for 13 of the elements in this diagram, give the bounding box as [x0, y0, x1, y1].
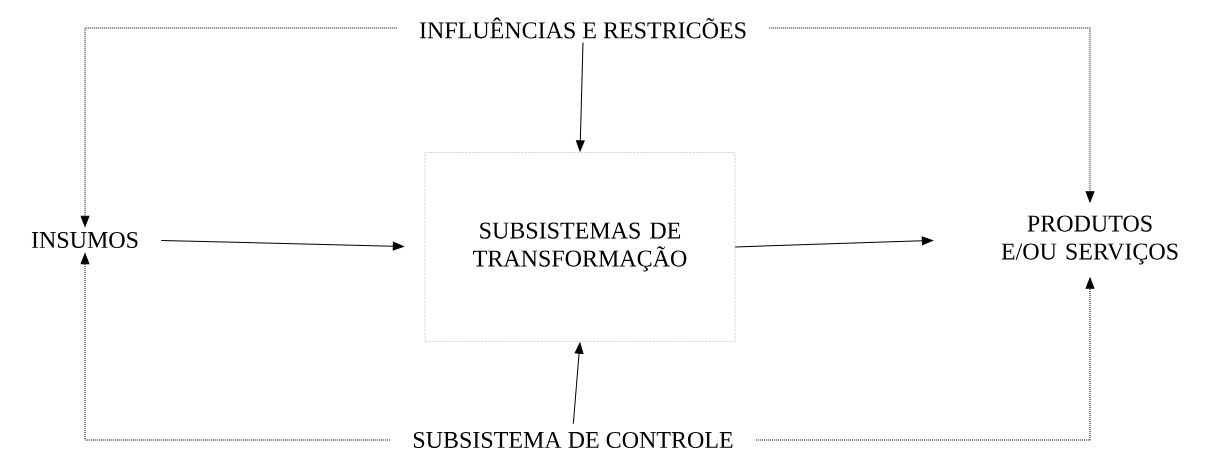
- heading-text: INFLUÊNCIAS E RESTRICÕES: [419, 17, 746, 39]
- arrow: [575, 42, 585, 152]
- arrow: [768, 27, 1095, 203]
- arrow: [755, 277, 1095, 441]
- control-label: SUBSISTEMA DE CONTROLE: [413, 431, 733, 449]
- arrow: [160, 239, 404, 251]
- arrow: [80, 27, 398, 227]
- arrow: [80, 253, 391, 441]
- arrow: [734, 236, 933, 248]
- output-label: PRODUTOS E/OU SERVIÇOS: [1001, 215, 1178, 265]
- arrow: [572, 342, 584, 425]
- input-label: INSUMOS: [31, 231, 138, 249]
- process-box: SUBSISTEMAS DE TRANSFORMAÇÃO: [424, 152, 736, 342]
